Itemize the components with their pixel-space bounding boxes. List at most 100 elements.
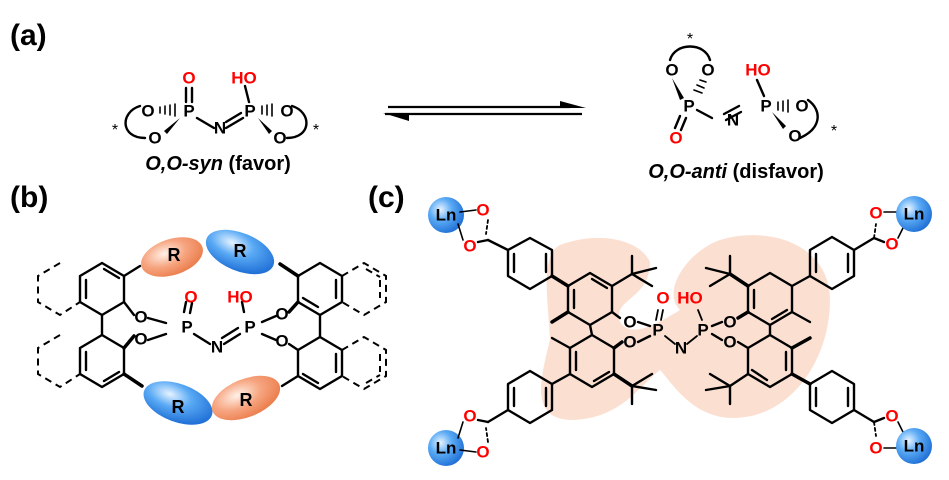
- ring-arc: [285, 104, 308, 140]
- bond: [122, 264, 142, 278]
- panel-c: (c) Ln O O Ln O O: [368, 181, 932, 466]
- substituent-r-blue: R: [205, 229, 275, 275]
- syn-caption: O,O-syn (favor): [145, 153, 291, 175]
- substituent-r-blue: R: [143, 381, 213, 425]
- atom-o: O: [623, 313, 636, 332]
- atom-ho: HO: [745, 61, 771, 80]
- svg-text:R: R: [240, 390, 253, 410]
- svg-text:Ln: Ln: [436, 206, 457, 225]
- highlight-region: [541, 235, 830, 420]
- atom-o: O: [723, 313, 736, 332]
- ring-arc: [798, 98, 819, 140]
- aromatic-ring: [296, 261, 344, 317]
- attachment-star: *: [112, 122, 118, 139]
- atom-o: O: [723, 333, 736, 352]
- hashed-bond: [777, 99, 789, 113]
- tert-butyl: [704, 254, 750, 288]
- bond: [224, 116, 245, 130]
- panel-c-label: (c): [368, 181, 405, 214]
- atom-o: O: [885, 407, 898, 426]
- atom-o: O: [148, 129, 161, 148]
- atom-o: O: [476, 443, 489, 462]
- atom-ho: HO: [677, 289, 703, 308]
- hashed-bond: [159, 103, 176, 117]
- substituent-r-orange: R: [211, 375, 281, 421]
- atom-o: O: [273, 129, 286, 148]
- dashed-ring: [341, 335, 387, 391]
- svg-text:Ln: Ln: [904, 205, 925, 224]
- ln-node: Ln: [428, 430, 464, 466]
- attachment-star: *: [313, 122, 319, 139]
- atom-o-double: O: [182, 69, 195, 88]
- bond: [695, 108, 714, 120]
- equilibrium-arrows: [383, 101, 586, 121]
- atom-p: P: [244, 318, 255, 337]
- bond: [679, 116, 688, 132]
- atom-o: O: [869, 439, 882, 458]
- svg-text:Ln: Ln: [436, 439, 457, 458]
- atom-o: O: [788, 127, 801, 146]
- atom-p: P: [652, 321, 663, 340]
- wedge-bond: [672, 78, 684, 100]
- bond: [722, 104, 741, 116]
- substituent-r-orange: R: [141, 237, 203, 277]
- atom-o: O: [795, 97, 808, 116]
- atom-o: O: [141, 102, 154, 121]
- svg-text:R: R: [168, 245, 181, 265]
- bond: [122, 372, 144, 388]
- panel-a-label: (a): [10, 19, 47, 52]
- atom-o-double: O: [669, 129, 682, 148]
- atom-n: N: [675, 339, 687, 358]
- attachment-star: *: [687, 31, 693, 48]
- atom-o: O: [275, 332, 288, 351]
- atom-o: O: [885, 235, 898, 254]
- atom-o: O: [280, 102, 293, 121]
- atom-n: N: [727, 111, 739, 130]
- ring-arc: [668, 45, 712, 62]
- hashed-bond: [261, 103, 273, 117]
- phenyl-ring: [506, 369, 554, 425]
- bond: [195, 116, 216, 130]
- atom-o: O: [463, 237, 476, 256]
- atom-p: P: [183, 102, 194, 121]
- anti-structure: * O O HO P P N: [665, 31, 837, 148]
- ring-arc: [124, 104, 147, 140]
- atom-o: O: [134, 308, 147, 327]
- atom-o: O: [463, 407, 476, 426]
- tert-butyl: [610, 254, 658, 288]
- ln-node: Ln: [428, 197, 464, 233]
- wedge-bond: [258, 118, 272, 134]
- atom-o: O: [623, 333, 636, 352]
- atom-ho: HO: [227, 288, 253, 307]
- ln-node: Ln: [896, 196, 932, 232]
- dashed-ring: [37, 334, 81, 389]
- atom-p: P: [244, 102, 255, 121]
- atom-o-double: O: [656, 289, 669, 308]
- atom-o: O: [869, 204, 882, 223]
- panel-b-label: (b): [10, 181, 48, 214]
- atom-p: P: [181, 318, 192, 337]
- wedge-bond: [164, 118, 180, 134]
- atom-o: O: [476, 201, 489, 220]
- bond: [224, 111, 243, 124]
- atom-o-double: O: [184, 288, 197, 307]
- atom-ho: HO: [231, 69, 257, 88]
- atom-p: P: [683, 97, 694, 116]
- atom-n: N: [214, 119, 226, 138]
- dashed-ring: [37, 262, 81, 317]
- bond: [724, 110, 743, 122]
- tert-butyl: [612, 372, 658, 406]
- atom-n: N: [211, 338, 223, 357]
- atom-o: O: [275, 305, 288, 324]
- panel-b: (b) O O O P N HO P O O: [10, 181, 387, 425]
- bond: [755, 78, 766, 98]
- atom-o: O: [701, 61, 714, 80]
- wedge-bond: [772, 112, 786, 129]
- atom-o: O: [665, 61, 678, 80]
- atom-p: P: [697, 321, 708, 340]
- svg-text:Ln: Ln: [904, 437, 925, 456]
- svg-text:R: R: [234, 241, 247, 261]
- anti-caption: O,O-anti (disfavor): [648, 161, 824, 183]
- atom-o: O: [134, 330, 147, 349]
